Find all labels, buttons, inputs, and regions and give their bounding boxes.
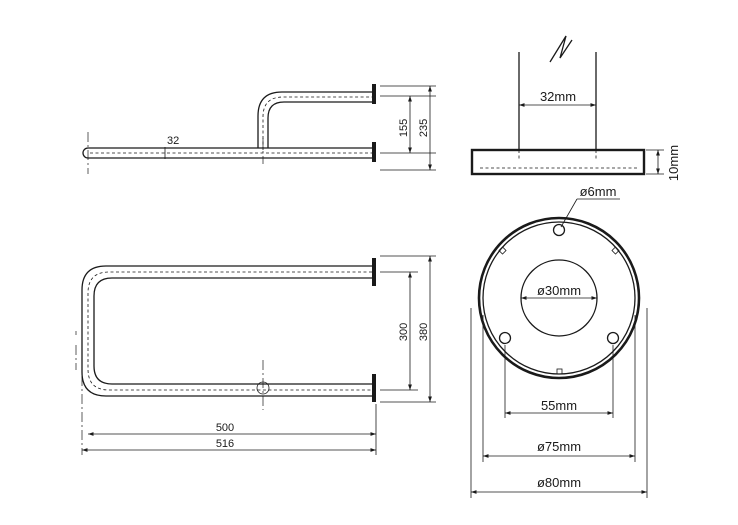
dim-300-label: 300 <box>398 323 410 341</box>
dim-516-label: 516 <box>216 438 234 450</box>
dim-500-label: 500 <box>216 422 234 434</box>
plate-rect <box>470 148 646 176</box>
marker-square <box>498 246 507 255</box>
side-upright-inner <box>267 101 372 148</box>
plate-front-view <box>470 198 648 498</box>
side-tick-label: 32 <box>167 135 179 147</box>
dim-235-label: 235 <box>418 119 430 137</box>
side-bar-end <box>82 147 89 159</box>
top-flange-lower <box>372 374 376 402</box>
mount-hole-right <box>606 331 620 345</box>
plate-side-view <box>470 35 664 176</box>
dim-75mm-label: ø75mm <box>537 439 581 454</box>
dim-55mm-label: 55mm <box>541 398 577 413</box>
post-outline <box>518 52 597 150</box>
top-flange-upper <box>372 258 376 286</box>
dim-6mm-label: ø6mm <box>580 184 617 199</box>
top-axis <box>87 271 372 391</box>
dim-80mm-label: ø80mm <box>537 475 581 490</box>
side-flange-top <box>372 84 376 104</box>
dim-155-label: 155 <box>398 119 410 137</box>
mount-hole-top <box>552 223 566 237</box>
marker-square <box>556 368 563 375</box>
dim-30mm-label: ø30mm <box>537 283 581 298</box>
dim-380-label: 380 <box>418 323 430 341</box>
top-view <box>75 255 436 455</box>
break-line <box>549 35 573 63</box>
top-outer-outline <box>81 265 372 397</box>
side-flange-bottom <box>372 142 376 162</box>
hole-leader <box>560 198 578 228</box>
dim-10mm-label: 10mm <box>666 145 681 181</box>
side-bar-outline <box>88 147 372 159</box>
marker-square <box>611 246 620 255</box>
mount-hole-left <box>498 331 512 345</box>
side-view <box>82 84 436 174</box>
top-inner-outline <box>93 277 372 385</box>
dim-32mm-label: 32mm <box>540 89 576 104</box>
outer-circle <box>477 216 641 380</box>
side-upright-outer <box>257 91 372 148</box>
side-upright-axis <box>262 96 372 150</box>
